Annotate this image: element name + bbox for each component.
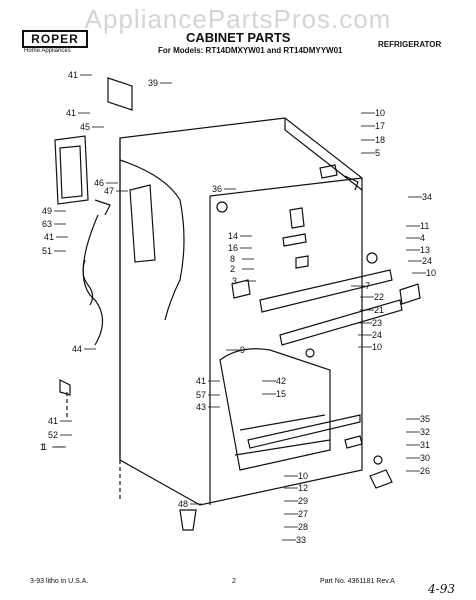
callout-41: 41 (48, 416, 58, 426)
callout-51: 51 (42, 246, 52, 256)
callout-24: 24 (422, 256, 432, 266)
callout-42: 42 (276, 376, 286, 386)
callout-47: 47 (104, 186, 114, 196)
callout-41: 41 (196, 376, 206, 386)
callout-46: 46 (94, 178, 104, 188)
callout-44: 44 (72, 344, 82, 354)
callout-28: 28 (298, 522, 308, 532)
callout-22: 22 (374, 292, 384, 302)
callout-43: 43 (196, 402, 206, 412)
callout-48: 48 (178, 499, 188, 509)
callout-32: 32 (420, 427, 430, 437)
page-title: CABINET PARTS (186, 30, 291, 45)
callout-41: 41 (68, 70, 78, 80)
callout-16: 16 (228, 243, 238, 253)
model-numbers: For Models: RT14DMXYW01 and RT14DMYYW01 (158, 46, 343, 55)
callout-27: 27 (298, 509, 308, 519)
callout-5: 5 (375, 148, 380, 158)
callout-30: 30 (420, 453, 430, 463)
callout-24: 24 (372, 330, 382, 340)
callout-14: 14 (228, 231, 238, 241)
callout-12: 12 (298, 483, 308, 493)
callout-35: 35 (420, 414, 430, 424)
appliance-category: REFRIGERATOR (378, 40, 442, 49)
callout-2: 2 (230, 264, 235, 274)
brand-logo: ROPER (22, 30, 88, 48)
callout-63: 63 (42, 219, 52, 229)
callout-3: 3 (232, 276, 237, 286)
callout-29: 29 (298, 496, 308, 506)
watermark: AppliancePartsPros.com (84, 4, 392, 34)
cabinet-drawing (54, 77, 421, 531)
callout-41: 41 (44, 232, 54, 242)
callout-36: 36 (212, 184, 222, 194)
callout-49: 49 (42, 206, 52, 216)
callout-45: 45 (80, 122, 90, 132)
callout-26: 26 (420, 466, 430, 476)
callout-9: 9 (240, 345, 245, 355)
callout-10: 10 (298, 471, 308, 481)
brand-subtitle: Home Appliances (24, 48, 71, 54)
callout-18: 18 (375, 135, 385, 145)
callout-41: 41 (66, 108, 76, 118)
callout-13: 13 (420, 245, 430, 255)
handwritten-date: 4-93 (428, 582, 455, 596)
callout-7: 7 (365, 281, 370, 291)
callout-10: 10 (426, 268, 436, 278)
callout-11: 11 (420, 221, 429, 231)
callout-52: 52 (48, 430, 58, 440)
callout-23: 23 (372, 318, 382, 328)
callout-8: 8 (230, 254, 235, 264)
callout-57: 57 (196, 390, 206, 400)
callout-4: 4 (420, 233, 425, 243)
callout-17: 17 (375, 121, 385, 131)
page-number: 2 (232, 578, 236, 585)
callout-10: 10 (375, 108, 385, 118)
part-number: Part No. 4361181 Rev.A (320, 578, 395, 585)
litho-note: 3-93 litho in U.S.A. (30, 578, 89, 585)
callout-39: 39 (148, 78, 158, 88)
callout-34: 34 (422, 192, 432, 202)
callout-21: 21 (374, 305, 384, 315)
callout-31: 31 (420, 440, 430, 450)
callout-1: 1 (42, 442, 47, 452)
callout-10: 10 (372, 342, 382, 352)
callout-15: 15 (276, 389, 286, 399)
callout-1: 1 (40, 442, 45, 452)
callout-33: 33 (296, 535, 306, 545)
callout-labels: 4139414549634151464744415211017185343614… (40, 70, 436, 545)
